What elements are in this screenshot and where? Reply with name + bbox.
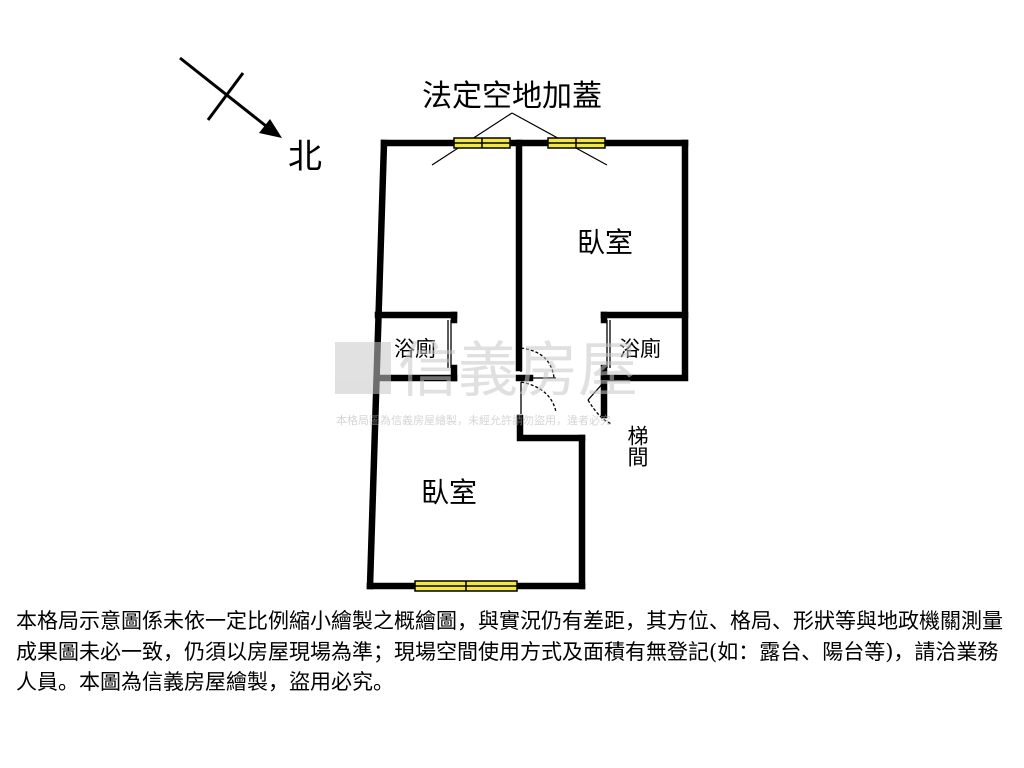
door-leaf xyxy=(587,381,605,401)
door-swing-arc xyxy=(520,347,555,379)
disclaimer-text: 本格局示意圖係未依一定比例縮小繪製之概繪圖，與實況仍有差距，其方位、格局、形狀等… xyxy=(16,609,1003,694)
stair-notch-wall xyxy=(516,414,586,442)
north-label: 北 xyxy=(288,137,322,177)
room-label-stairwell: 梯間 xyxy=(625,425,649,467)
room-label-bathroom-right: 浴廁 xyxy=(619,337,661,361)
watermark: 信義房屋 本格局圖為信義房屋繪製，未經允許請勿盜用，違者必究 xyxy=(335,336,638,427)
watermark-notice: 本格局圖為信義房屋繪製，未經允許請勿盜用，違者必究 xyxy=(336,413,611,427)
north-arrow-head xyxy=(259,119,282,138)
room-label-bedroom-lower: 臥室 xyxy=(421,476,477,509)
exterior-wall xyxy=(600,139,689,382)
north-arrow xyxy=(179,56,282,138)
door-swing-arc xyxy=(520,381,557,413)
watermark-logo-icon xyxy=(335,342,391,394)
room-label-bedroom-upper: 臥室 xyxy=(577,226,633,259)
doors xyxy=(447,320,613,425)
legal-open-space-addition-label: 法定空地加蓋 xyxy=(422,79,602,114)
windows xyxy=(414,137,606,592)
north-arrow-crossbar xyxy=(206,72,245,121)
north-arrow-shaft xyxy=(179,56,267,128)
floor-plan: 北 法定空地加蓋 xyxy=(179,56,689,592)
room-label-bathroom-left: 浴廁 xyxy=(394,337,436,361)
door-swing-arc xyxy=(587,399,613,425)
watermark-brand: 信義房屋 xyxy=(398,336,638,406)
